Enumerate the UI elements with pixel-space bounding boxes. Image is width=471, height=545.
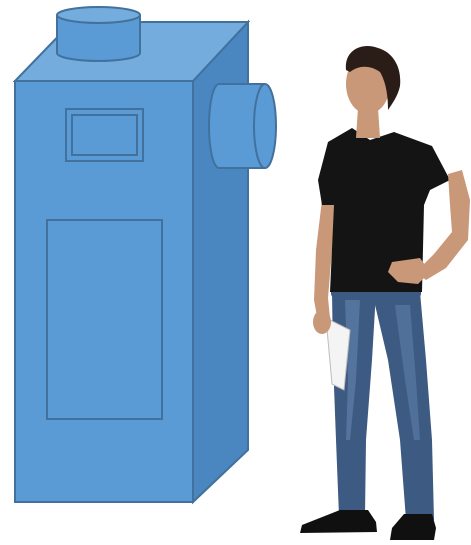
top-cylinder-cap: [57, 7, 140, 23]
left-shoe: [300, 510, 377, 533]
standing-man-figure: [300, 46, 470, 540]
right-shoe: [390, 514, 436, 540]
top-cylinder: [57, 7, 140, 61]
box-front-face: [15, 81, 193, 502]
side-cylinder: [209, 84, 276, 168]
side-cylinder-cap: [254, 84, 276, 168]
appliance-box: [15, 7, 276, 502]
left-hand: [313, 310, 331, 334]
